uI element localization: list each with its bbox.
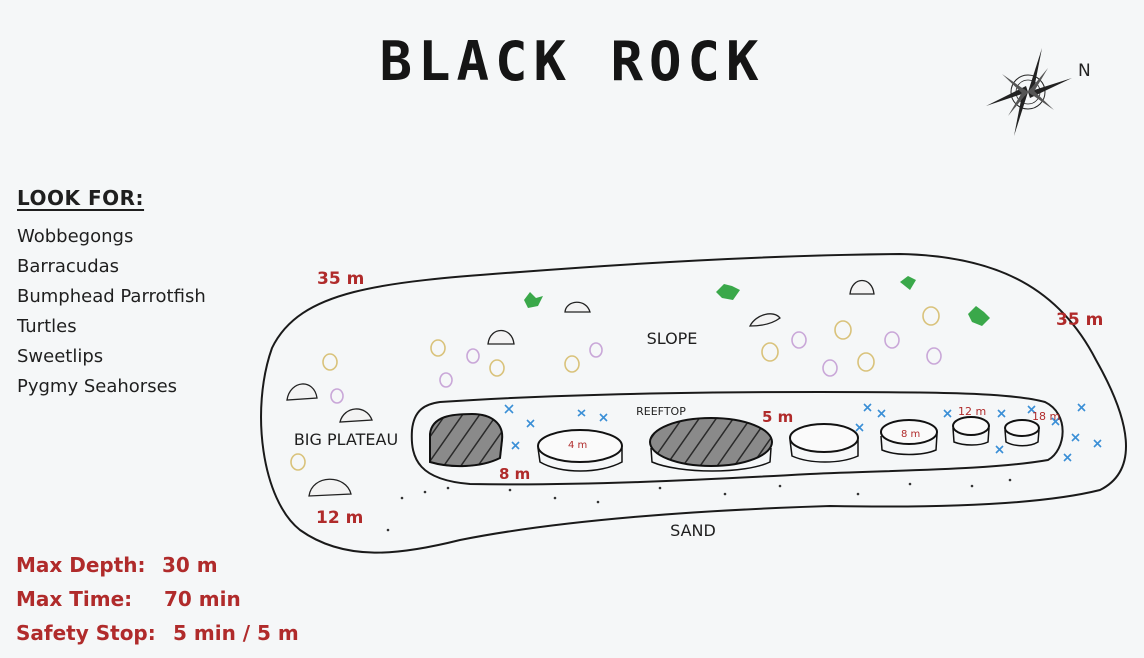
max-time-value: 70 min — [164, 587, 241, 611]
max-time-row: Max Time: 70 min — [16, 582, 336, 616]
list-item: Barracudas — [17, 256, 120, 277]
max-depth-label: Max Depth: — [16, 553, 146, 577]
depth-label-rock-12m: 12 m — [958, 405, 986, 418]
depth-label-rock-4m: 4 m — [568, 440, 587, 451]
safety-stop-value: 5 min / 5 m — [173, 621, 299, 645]
slope-rocks — [286, 279, 875, 497]
look-for-heading: LOOK FOR: — [17, 186, 145, 210]
zone-label-sand: SAND — [670, 521, 716, 540]
safety-stop-row: Safety Stop: 5 min / 5 m — [16, 616, 336, 650]
soft-coral-icons — [330, 331, 942, 404]
safety-stop-label: Safety Stop: — [16, 621, 156, 645]
depth-label-reeftop-low: 8 m — [499, 465, 530, 483]
list-item: Bumphead Parrotfish — [17, 286, 206, 307]
bommie-12m — [952, 416, 990, 446]
reeftop-outline — [410, 390, 1064, 486]
species-list: Wobbegongs Barracudas Bumphead Parrotfis… — [17, 222, 206, 402]
depth-label-outer-right: 35 m — [1056, 310, 1103, 330]
map-title: BLACK ROCK — [379, 30, 765, 93]
bommie-4m — [537, 429, 623, 472]
max-time-label: Max Time: — [16, 587, 133, 611]
depth-label-rock-8m: 8 m — [901, 429, 920, 440]
dive-info-panel: Max Depth: 30 m Max Time: 70 min Safety … — [16, 548, 336, 650]
zone-label-slope: SLOPE — [647, 329, 698, 348]
compass-rose-icon: N — [986, 48, 1091, 136]
list-item: Turtles — [17, 316, 77, 337]
zone-label-big-plateau: BIG PLATEAU — [294, 430, 398, 449]
zone-label-reeftop: REEFTOP — [636, 405, 686, 418]
max-depth-row: Max Depth: 30 m — [16, 548, 336, 582]
fish-icons — [504, 403, 1102, 462]
depth-label-reeftop-center: 5 m — [762, 408, 793, 426]
bommie-8m — [880, 419, 938, 456]
look-for-panel: LOOK FOR: Wobbegongs Barracudas Bumphead… — [17, 186, 206, 402]
depth-label-plateau: 12 m — [316, 508, 363, 528]
list-item: Sweetlips — [17, 346, 104, 367]
hatched-bommie-west — [429, 412, 504, 468]
hatched-bommie-center — [649, 417, 773, 472]
depth-label-outer-left: 35 m — [317, 269, 364, 289]
max-depth-value: 30 m — [162, 553, 218, 577]
sand-dots — [386, 478, 1012, 532]
bommie-east-1 — [789, 423, 859, 463]
depth-label-rock-18m: 18 m — [1032, 410, 1060, 423]
compass-north-label: N — [1078, 61, 1091, 81]
list-item: Pygmy Seahorses — [17, 376, 178, 397]
sponge-icons — [290, 306, 940, 471]
outer-reef-outline — [260, 252, 1127, 554]
list-item: Wobbegongs — [17, 226, 134, 247]
green-coral-icons — [524, 276, 990, 326]
bommie-18m — [1004, 419, 1040, 447]
